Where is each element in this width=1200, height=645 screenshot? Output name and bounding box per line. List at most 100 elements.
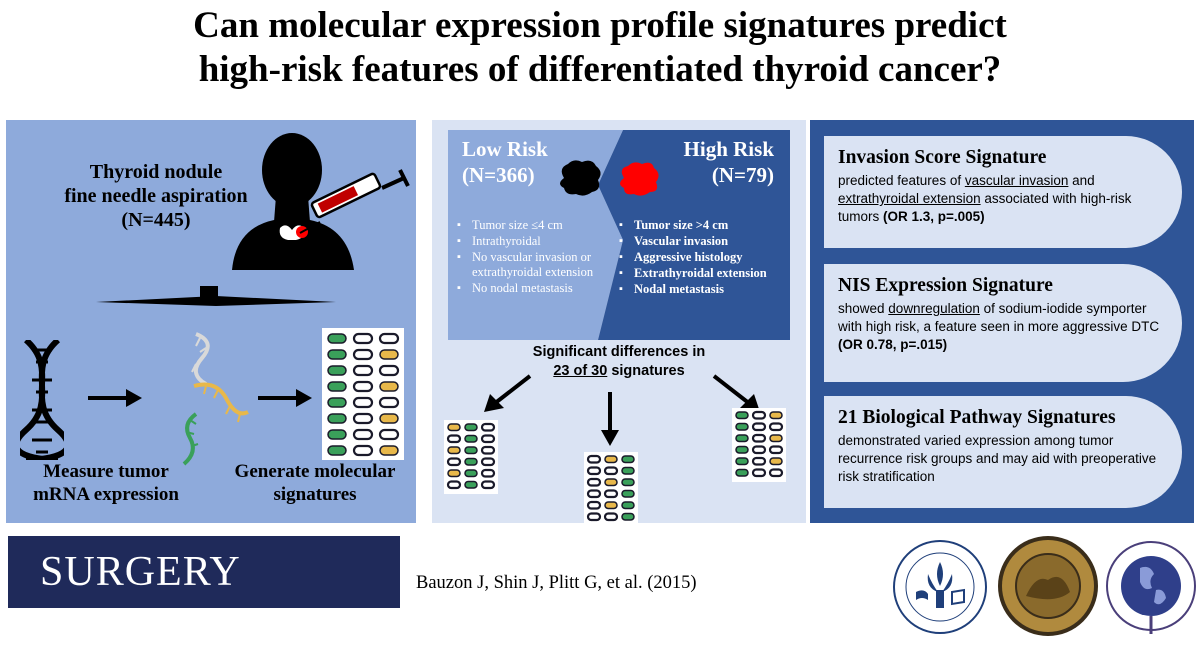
high-risk-item: Tumor size >4 cm (616, 218, 786, 233)
page-title: Can molecular expression profile signatu… (0, 4, 1200, 92)
signature-pill (464, 469, 478, 478)
signature-pill (586, 512, 602, 522)
sig-line-2: 23 of 30 signatures (432, 362, 806, 381)
signature-pill (352, 444, 374, 457)
high-risk-title: High Risk (N=79) (654, 136, 774, 188)
signature-pill (735, 411, 749, 420)
results-panel: Invasion Score Signature predicted featu… (810, 120, 1194, 523)
high-risk-label: High Risk (683, 137, 774, 161)
high-risk-item: Nodal metastasis (616, 282, 786, 297)
signature-pill (327, 333, 347, 344)
journal-name: SURGERY (40, 549, 241, 595)
signature-pill (621, 478, 635, 487)
biological-pathway-card: 21 Biological Pathway Signatures demonst… (824, 396, 1182, 508)
fna-line-2: fine needle aspiration (64, 185, 248, 207)
signature-pill (480, 434, 496, 444)
fna-line-1: Thyroid nodule (89, 161, 223, 183)
signature-pill (586, 454, 602, 464)
title-line-1: Can molecular expression profile signatu… (193, 5, 1007, 46)
measure-line-2: mRNA expression (33, 484, 179, 505)
syringe-icon (299, 169, 410, 234)
high-risk-n: (N=79) (711, 163, 774, 187)
nis-expression-card: NIS Expression Signature showed downregu… (824, 264, 1182, 382)
signature-pill (735, 468, 749, 477)
signature-pill (751, 422, 767, 432)
signature-grid-icon (584, 452, 638, 526)
central-surgical-association-seal-icon (998, 536, 1098, 636)
signature-pill (480, 422, 496, 432)
signature-pill (327, 445, 347, 456)
signature-pill (379, 381, 399, 392)
signature-pill (586, 489, 602, 499)
signature-pill (447, 469, 461, 478)
signature-pill (751, 433, 767, 443)
sig-count: 23 of 30 (553, 363, 608, 379)
biological-pathway-title: 21 Biological Pathway Signatures (838, 407, 1116, 428)
high-risk-item: Extrathyroidal extension (616, 266, 786, 281)
signature-pill (327, 429, 347, 440)
rna-strands-icon (182, 332, 249, 466)
signature-grid-icon (732, 408, 786, 482)
signature-pill (446, 434, 462, 444)
low-risk-item: No nodal metastasis (454, 281, 614, 296)
signature-pill (352, 380, 374, 393)
sig-rest: signatures (607, 363, 685, 379)
low-risk-item: Tumor size ≤4 cm (454, 218, 614, 233)
signature-pill (735, 434, 749, 443)
signature-pill (327, 381, 347, 392)
invasion-score-title: Invasion Score Signature (838, 147, 1047, 168)
signature-pill (769, 411, 783, 420)
signature-pill (379, 445, 399, 456)
signature-pill (480, 457, 496, 467)
low-risk-label: Low Risk (462, 137, 548, 161)
divider-icon (96, 286, 336, 306)
low-risk-features: Tumor size ≤4 cmIntrathyroidalNo vascula… (454, 218, 614, 297)
signature-pill (621, 512, 635, 521)
invasion-score-body: predicted features of vascular invasion … (838, 173, 1132, 224)
signature-pill (604, 501, 618, 510)
signature-pill (352, 364, 374, 377)
signature-pill (327, 349, 347, 360)
nis-expression-body: showed downregulation of sodium-iodide s… (838, 301, 1160, 352)
significant-differences-text: Significant differences in 23 of 30 sign… (432, 343, 806, 381)
arrow-down-right-icon (712, 374, 760, 412)
generate-line-2: signatures (273, 484, 357, 505)
signature-grid-icon (444, 420, 498, 494)
signature-pill (751, 456, 767, 466)
high-risk-blob-icon (620, 162, 659, 196)
signature-pill (480, 445, 496, 455)
signature-pill (621, 489, 635, 498)
signature-pill (480, 480, 496, 490)
signature-pill (480, 468, 496, 478)
signature-pill (447, 446, 461, 455)
signature-pill (586, 500, 602, 510)
society-of-university-surgeons-seal-icon (893, 540, 987, 634)
signature-pill (735, 422, 749, 431)
signature-pill (378, 364, 400, 377)
signature-pill (464, 434, 478, 443)
signature-pill (464, 480, 478, 489)
fna-line-3: (N=445) (121, 209, 191, 231)
generate-caption: Generate molecular signatures (220, 460, 410, 506)
fna-caption: Thyroid nodule fine needle aspiration (N… (46, 160, 266, 232)
signature-pill (604, 455, 618, 464)
biological-pathway-body: demonstrated varied expression among tum… (838, 433, 1157, 484)
high-risk-item: Vascular invasion (616, 234, 786, 249)
signature-pill (446, 457, 462, 467)
journal-banner: SURGERY (8, 536, 400, 608)
low-risk-item: No vascular invasion or extrathyroidal e… (454, 250, 614, 280)
measure-caption: Measure tumor mRNA expression (16, 460, 196, 506)
signature-pill (352, 428, 374, 441)
signature-pill (768, 422, 784, 432)
title-line-2: high-risk features of differentiated thy… (198, 49, 1002, 90)
low-risk-item: Intrathyroidal (454, 234, 614, 249)
signature-pill (352, 396, 374, 409)
american-association-of-endocrine-surgeons-seal-icon (1106, 541, 1196, 634)
low-risk-n: (N=366) (462, 163, 535, 187)
measure-line-1: Measure tumor (43, 461, 169, 482)
high-risk-item: Aggressive histology (616, 250, 786, 265)
signature-pill (327, 413, 347, 424)
generate-line-1: Generate molecular (234, 461, 396, 482)
signature-pill (378, 332, 400, 345)
signature-pill (464, 457, 478, 466)
